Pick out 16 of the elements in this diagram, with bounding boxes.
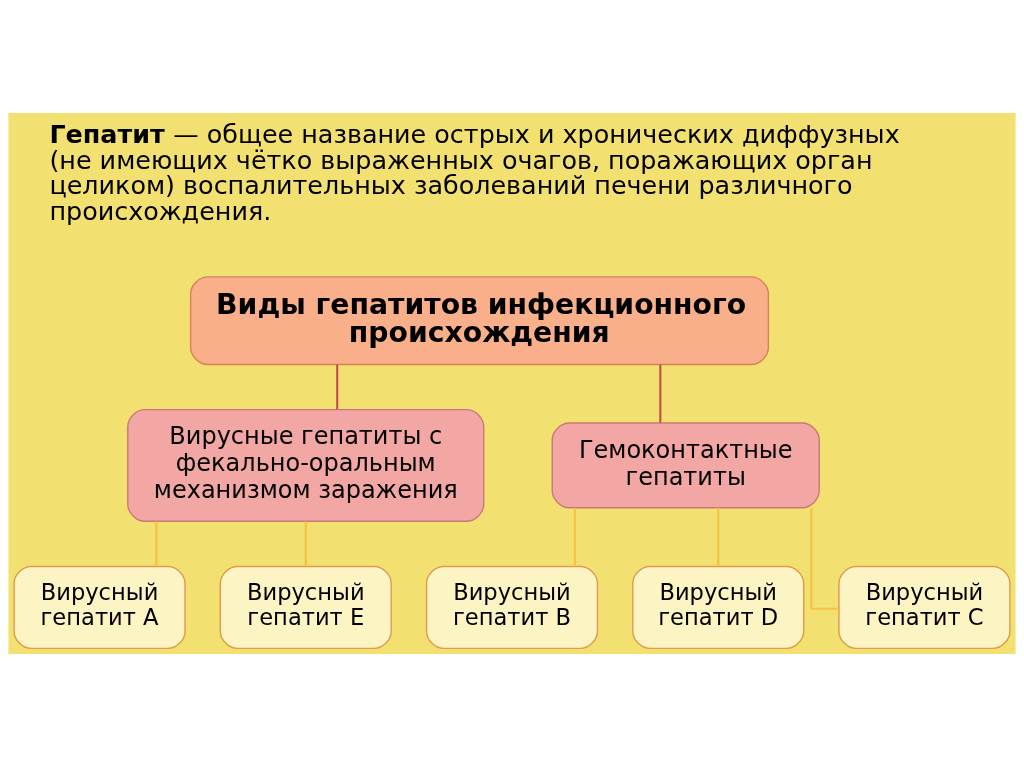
connector: [810, 508, 839, 610]
connector: [155, 521, 158, 567]
node-box: Виды гепатитов инфекционного происхождения: [189, 276, 770, 366]
node-box: Вирусный гепатит D: [632, 565, 805, 650]
connector: [336, 364, 339, 410]
connector: [717, 508, 720, 567]
node-box: Вирусный гепатит Е: [219, 565, 392, 650]
connector: [304, 521, 307, 567]
connector: [659, 364, 662, 423]
node-box: Вирусные гепатиты с фекально-оральным механизмом заражения: [127, 408, 485, 522]
label: Гепатит — общее название острых и хронических диффузных (не имеющих чётко выраженных очагов, поражающих орган целиком) воспалительных заболеваний печени различного происхождения.: [49, 119, 900, 226]
connector: [573, 508, 576, 567]
node-box: Вирусный гепатит А: [13, 565, 186, 650]
node-box: Гемоконтактные гепатиты: [551, 422, 820, 509]
node-box: Вирусный гепатит В: [425, 565, 599, 650]
node-box: Вирусный гепатит С: [838, 565, 1011, 650]
